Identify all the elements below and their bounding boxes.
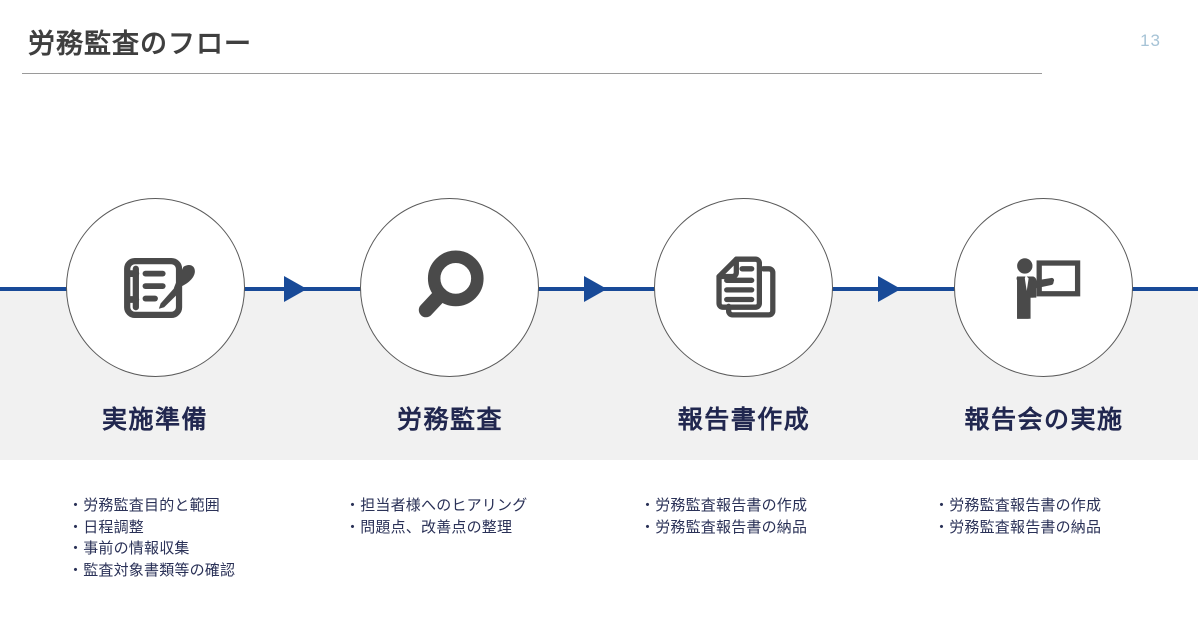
flow-arrow-1: [284, 276, 307, 302]
page-title: 労務監査のフロー: [28, 29, 252, 59]
page-number: 13: [1140, 31, 1161, 50]
list-item: ・労務監査報告書の作成: [640, 497, 808, 514]
step-bullets-4: ・労務監査報告書の作成 ・労務監査報告書の納品: [934, 495, 1198, 538]
list-item: ・労務監査報告書の納品: [934, 518, 1102, 536]
documents-icon: [696, 240, 792, 336]
list-item: ・労務監査目的と範囲: [68, 497, 221, 514]
list-item: ・問題点、改善点の整理: [345, 518, 513, 536]
step-label-3: 報告書作成: [677, 406, 811, 434]
flow-arrow-3: [878, 276, 901, 302]
step-circle-2[interactable]: [360, 198, 539, 377]
clipboard-pen-icon: [108, 240, 204, 336]
list-item: ・日程調整: [68, 518, 145, 536]
step-label-1: 実施準備: [101, 406, 208, 434]
list-item: ・担当者様へのヒアリング: [345, 497, 528, 514]
step-label-4: 報告会の実施: [964, 406, 1124, 434]
flow-arrow-2: [584, 276, 607, 302]
step-bullets-1: ・労務監査目的と範囲 ・日程調整 ・事前の情報収集 ・監査対象書類等の確認: [68, 495, 368, 581]
step-bullets-3: ・労務監査報告書の作成 ・労務監査報告書の納品: [640, 495, 940, 538]
magnifying-glass-icon: [402, 240, 498, 336]
presenter-board-icon: [996, 240, 1092, 336]
step-label-2: 労務監査: [396, 406, 503, 434]
step-circle-1[interactable]: [66, 198, 245, 377]
list-item: ・事前の情報収集: [68, 540, 190, 557]
title-divider: [22, 73, 1042, 74]
list-item: ・労務監査報告書の納品: [640, 518, 808, 536]
list-item: ・労務監査報告書の作成: [934, 497, 1102, 514]
step-circle-3[interactable]: [654, 198, 833, 377]
list-item: ・監査対象書類等の確認: [68, 561, 236, 579]
step-bullets-2: ・担当者様へのヒアリング ・問題点、改善点の整理: [345, 495, 645, 538]
step-circle-4[interactable]: [954, 198, 1133, 377]
